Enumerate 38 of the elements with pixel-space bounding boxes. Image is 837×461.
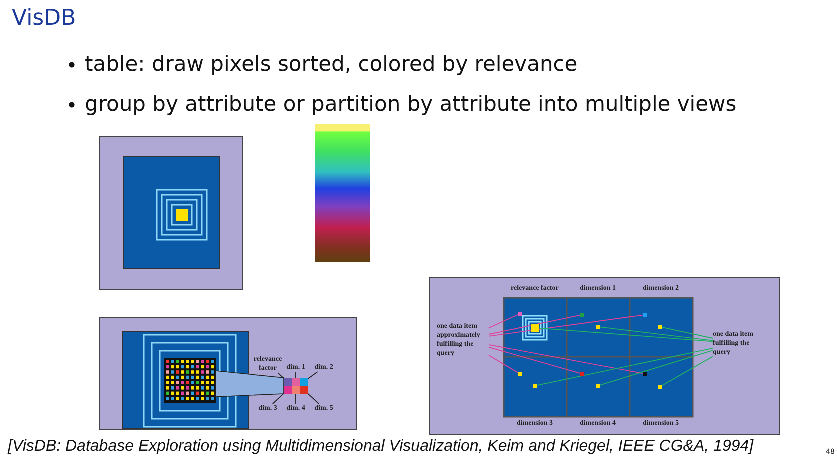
data-point — [643, 313, 647, 317]
data-point — [518, 312, 522, 316]
pixel-cell — [284, 378, 292, 386]
leader-line — [488, 346, 580, 374]
leader-line — [488, 314, 518, 329]
leader-line — [308, 372, 318, 380]
pixel-cell — [284, 386, 292, 394]
data-point — [580, 313, 584, 317]
slide-title: VisDB — [12, 6, 76, 31]
data-point — [643, 372, 647, 376]
leader-line — [488, 314, 644, 337]
leader-line — [538, 328, 714, 342]
leader-line — [600, 326, 714, 342]
pixel-cell — [300, 378, 308, 386]
pixel-cell — [292, 386, 300, 394]
data-point — [518, 372, 522, 376]
bullet-text: group by attribute or partition by attribute into multiple views — [85, 92, 737, 116]
data-point — [531, 324, 539, 332]
leader-line — [600, 350, 714, 386]
pixel-cell — [300, 386, 308, 394]
leader-line — [308, 393, 320, 404]
bullet-text: table: draw pixels sorted, colored by relevance — [85, 52, 578, 76]
leader-line — [536, 348, 714, 386]
citation-caption: [VisDB: Database Exploration using Multidimensional Visualization, Keim and Kriegel, IEEE CG&A, 1994] — [8, 438, 754, 456]
leader-line — [488, 314, 580, 335]
data-point — [596, 325, 600, 329]
data-point — [533, 384, 537, 388]
leader-line — [488, 355, 518, 374]
pixel-cell — [292, 378, 300, 386]
data-point — [658, 325, 662, 329]
data-point — [580, 372, 584, 376]
leader-line — [272, 393, 284, 404]
data-point — [658, 385, 662, 389]
leader-line — [662, 326, 714, 339]
leader-line — [662, 356, 714, 386]
data-point — [596, 384, 600, 388]
leader-line — [278, 372, 284, 379]
leader-line — [488, 344, 644, 374]
